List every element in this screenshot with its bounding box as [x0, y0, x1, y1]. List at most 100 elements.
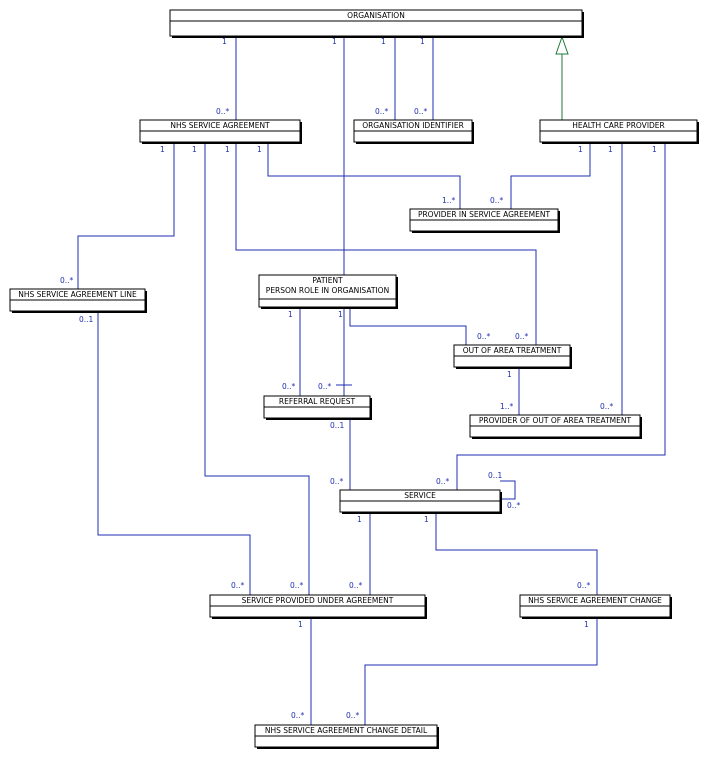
from-multiplicity: 1: [298, 620, 303, 629]
to-multiplicity: 0..*: [291, 711, 305, 720]
to-multiplicity: 0..*: [375, 107, 389, 116]
from-multiplicity: 1: [222, 37, 227, 46]
from-multiplicity: 1: [192, 145, 197, 154]
entity-name: SERVICE: [404, 491, 436, 500]
relationship-patient-to-referral: 1 0..*: [282, 307, 301, 396]
connectors: 10..*10..*10..*10..*11..*10..*10..*10..*…: [60, 36, 666, 725]
entity-nhs-service-agreement[interactable]: NHS SERVICE AGREEMENT: [139, 119, 302, 144]
entities: ORGANISATION NHS SERVICE AGREEMENT ORGANIS…: [9, 9, 699, 749]
to-multiplicity: 0..*: [600, 402, 614, 411]
connector-line[interactable]: [267, 142, 461, 209]
entity-out-of-area-treatment[interactable]: OUT OF AREA TREATMENT: [453, 344, 572, 369]
generalization-hcp-is-org: [555, 35, 569, 120]
to-multiplicity: 0..*: [318, 382, 332, 391]
entity-service-provided-under-agreement[interactable]: SERVICE PROVIDED UNDER AGREEMENT: [209, 594, 427, 619]
entity-frame: [258, 274, 397, 308]
to-multiplicity: 0..*: [507, 501, 521, 510]
entity-name: SERVICE PROVIDED UNDER AGREEMENT: [242, 596, 394, 605]
from-multiplicity: 1: [288, 310, 293, 319]
from-multiplicity: 1: [338, 310, 343, 319]
relationship-nsac-to-nsacd: 1 0..*: [346, 617, 598, 725]
connector-line[interactable]: [235, 142, 537, 345]
entity-health-care-provider[interactable]: HEALTH CARE PROVIDER: [539, 119, 699, 144]
to-multiplicity: 1..*: [442, 196, 456, 205]
connector-line[interactable]: [456, 142, 666, 490]
relationship-org-to-nsa: 1 0..*: [216, 36, 237, 120]
to-multiplicity: 0..*: [290, 581, 304, 590]
to-multiplicity: 0..*: [330, 477, 344, 486]
relationship-org-to-orgid-b: 10..*: [414, 36, 434, 120]
entity-name: REFERRAL REQUEST: [279, 397, 356, 406]
to-multiplicity: 0..*: [349, 581, 363, 590]
to-multiplicity: 0..*: [282, 382, 296, 391]
from-multiplicity: 1: [420, 37, 425, 46]
relationship-nsa-to-spua: 1 0..*: [192, 142, 310, 595]
relationship-service-self: 0..1 0..*: [488, 471, 521, 510]
connector-line[interactable]: [364, 617, 598, 725]
relationship-oat-to-poat: 1 1..*: [500, 367, 520, 415]
connector-line[interactable]: [97, 311, 251, 595]
relationship-nsal-to-spua: 0..10..*: [79, 311, 251, 595]
from-multiplicity: 1: [507, 370, 512, 379]
from-multiplicity: 1: [608, 145, 613, 154]
to-multiplicity: 0..*: [216, 107, 230, 116]
entity-name: PATIENT: [312, 276, 343, 285]
relationship-hcp-to-pisa: 1 0..*: [490, 142, 591, 209]
to-multiplicity: 0..*: [436, 477, 450, 486]
relationship-referral-to-service: 0..1 0..*: [330, 418, 351, 490]
relationship-org-to-referral: 1 0..*: [318, 36, 352, 396]
entity-name: NHS SERVICE AGREEMENT LINE: [18, 290, 137, 299]
entity-organisation-identifier[interactable]: ORGANISATION IDENTIFIER: [353, 119, 474, 144]
to-multiplicity: 0..*: [490, 196, 504, 205]
connector-line[interactable]: [435, 512, 598, 595]
from-multiplicity: 1: [332, 37, 337, 46]
connector-line[interactable]: [349, 307, 467, 345]
connector-line[interactable]: [500, 480, 516, 500]
entity-name: NHS SERVICE AGREEMENT: [170, 121, 270, 130]
entity-referral-request[interactable]: REFERRAL REQUEST: [263, 395, 372, 420]
entity-name: ORGANISATION IDENTIFIER: [362, 121, 464, 130]
from-multiplicity: 1: [381, 37, 386, 46]
from-multiplicity: 0..1: [488, 471, 503, 480]
entity-name: NHS SERVICE AGREEMENT CHANGE DETAIL: [265, 726, 428, 735]
relationship-nsa-to-oat: 1 0..*: [225, 142, 537, 345]
from-multiplicity: 0..1: [330, 421, 345, 430]
from-multiplicity: 0..1: [79, 315, 94, 324]
entity-name: ORGANISATION: [347, 11, 405, 20]
entity-provider-of-out-of-area-treatment[interactable]: PROVIDER OF OUT OF AREA TREATMENT: [469, 414, 642, 439]
relationship-org-to-orgid-a: 1 0..*: [375, 36, 396, 120]
entity-nhs-service-agreement-line[interactable]: NHS SERVICE AGREEMENT LINE: [9, 288, 147, 313]
entity-nhs-service-agreement-change-detail[interactable]: NHS SERVICE AGREEMENT CHANGE DETAIL: [254, 724, 439, 749]
entity-name: PROVIDER IN SERVICE AGREEMENT: [418, 210, 550, 219]
entity-nhs-service-agreement-change[interactable]: NHS SERVICE AGREEMENT CHANGE: [519, 594, 672, 619]
relationship-service-to-spua: 1 0..*: [349, 512, 371, 595]
connector-line[interactable]: [510, 142, 591, 209]
relationship-spua-to-nsacd: 1 0..*: [291, 617, 312, 725]
entity-name: NHS SERVICE AGREEMENT CHANGE: [528, 596, 662, 605]
entity-name: PERSON ROLE IN ORGANISATION: [266, 286, 389, 295]
entity-organisation[interactable]: ORGANISATION: [169, 9, 584, 38]
entity-name: HEALTH CARE PROVIDER: [572, 121, 665, 130]
entity-frame: [169, 9, 583, 37]
to-multiplicity: 0..*: [477, 332, 491, 341]
to-multiplicity: 1..*: [500, 402, 514, 411]
from-multiplicity: 1: [652, 145, 657, 154]
from-multiplicity: 1: [584, 620, 589, 629]
to-multiplicity: 0..*: [346, 711, 360, 720]
relationship-hcp-to-service: 1 0..*: [436, 142, 666, 490]
generalization-arrow-icon: [555, 35, 569, 55]
connector-line[interactable]: [204, 142, 310, 595]
from-multiplicity: 1: [160, 145, 165, 154]
from-multiplicity: 1: [424, 515, 429, 524]
relationship-nsa-to-nsal: 10..*: [60, 142, 175, 289]
relationship-hcp-to-poat: 1 0..*: [600, 142, 623, 415]
from-multiplicity: 1: [357, 515, 362, 524]
entity-provider-in-service-agreement[interactable]: PROVIDER IN SERVICE AGREEMENT: [409, 208, 560, 233]
connector-line[interactable]: [77, 142, 175, 289]
relationship-patient-to-oat: 1 0..*: [338, 307, 491, 345]
entity-service[interactable]: SERVICE: [339, 489, 502, 514]
to-multiplicity: 0..*: [577, 581, 591, 590]
from-multiplicity: 1: [578, 145, 583, 154]
